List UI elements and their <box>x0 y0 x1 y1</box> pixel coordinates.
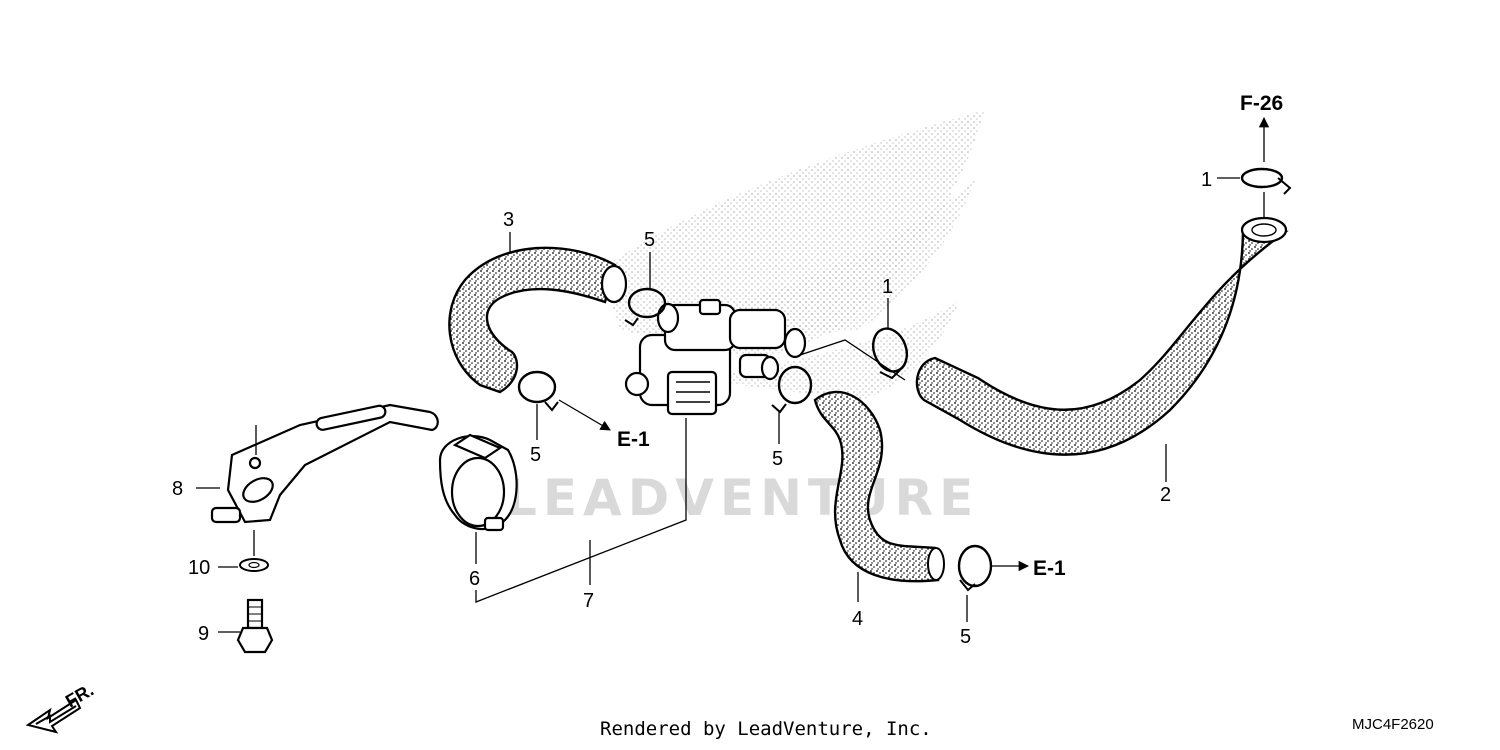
callout-5-b: 5 <box>530 444 541 466</box>
callout-5-d: 5 <box>960 626 971 648</box>
callout-8: 8 <box>172 478 183 500</box>
hose-part-2 <box>915 230 1289 456</box>
callout-6: 6 <box>469 568 480 590</box>
rendered-by-footer: Rendered by LeadVenture, Inc. <box>600 718 932 740</box>
callout-1-mid: 1 <box>882 276 893 298</box>
clamp-part-5-b <box>517 370 559 412</box>
diagram-code: MJC4F2620 <box>1352 716 1434 733</box>
hose-part-4-end <box>927 547 945 581</box>
front-direction-indicator <box>25 698 82 734</box>
callout-1-top: 1 <box>1201 169 1212 191</box>
callout-9: 9 <box>198 623 209 645</box>
hose-part-3 <box>448 246 617 394</box>
callout-10: 10 <box>188 557 210 579</box>
watermark-text: LEADVENTURE <box>505 469 979 527</box>
clamp-part-1-top <box>1240 167 1292 195</box>
washer-part-10-hole <box>248 561 260 569</box>
air-injection-valve <box>624 298 807 416</box>
valve-mount-part-6 <box>438 433 518 532</box>
bolt-part-9 <box>236 598 274 654</box>
callout-2: 2 <box>1160 484 1171 506</box>
callout-5-a: 5 <box>644 229 655 251</box>
clamp-part-5-a <box>624 287 667 327</box>
callout-7: 7 <box>583 590 594 612</box>
callout-5-c: 5 <box>772 448 783 470</box>
bracket-part-8 <box>210 403 439 524</box>
clamp-part-5-d <box>957 544 993 592</box>
hose-part-2-end-inner <box>1251 223 1277 237</box>
clamp-part-1-mid <box>871 327 909 380</box>
clamp-part-5-c <box>771 365 813 414</box>
callout-4: 4 <box>852 608 863 630</box>
hose-part-3-end <box>600 264 628 304</box>
ref-e1-right: E-1 <box>1033 557 1066 580</box>
callout-3: 3 <box>503 209 514 231</box>
ref-e1-left: E-1 <box>617 428 650 451</box>
leader-lines <box>196 116 1270 633</box>
ref-f26: F-26 <box>1240 92 1283 115</box>
